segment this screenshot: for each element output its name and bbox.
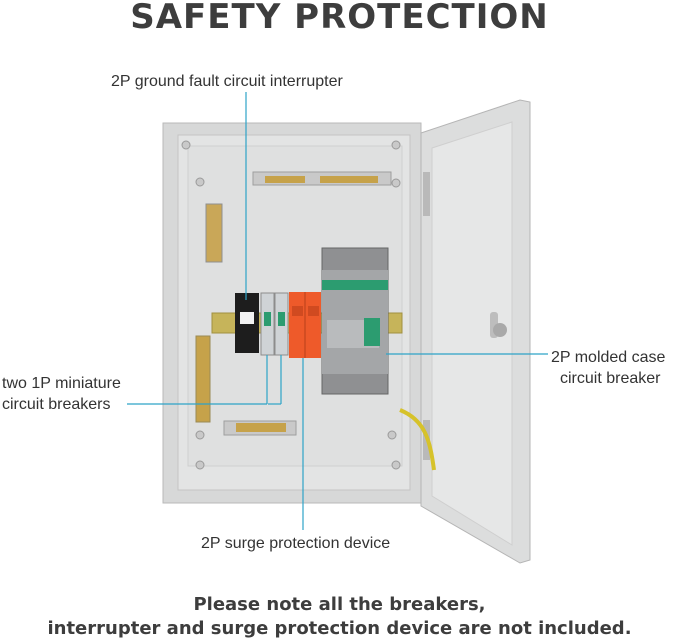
door-lock-knob [493,323,507,337]
disclaimer-line1: Please note all the breakers, [193,594,486,615]
top-busbar [252,171,392,186]
callout-mccb-line2: circuit breaker [560,370,661,387]
ground-wire [399,408,436,471]
callout-mcb-line1: two 1P miniature [2,375,121,392]
mounting-screws [181,140,401,470]
callout-lines [127,92,548,530]
door-hinge-top [423,172,430,216]
callout-spd: 2P surge protection device [201,535,391,552]
page-title: SAFETY PROTECTION [130,0,549,37]
callout-gfci: 2P ground fault circuit interrupter [111,73,343,90]
disclaimer-note: Please note all the breakers, interrupte… [0,593,679,641]
callout-mcb-line2: circuit breakers [2,396,111,413]
left-busbar [195,335,211,423]
door-panel [431,121,513,546]
callout-mccb-line1: 2P molded case [551,349,666,366]
disclaimer-line2: interrupter and surge protection device … [47,618,632,639]
left-terminal-block [205,203,223,263]
